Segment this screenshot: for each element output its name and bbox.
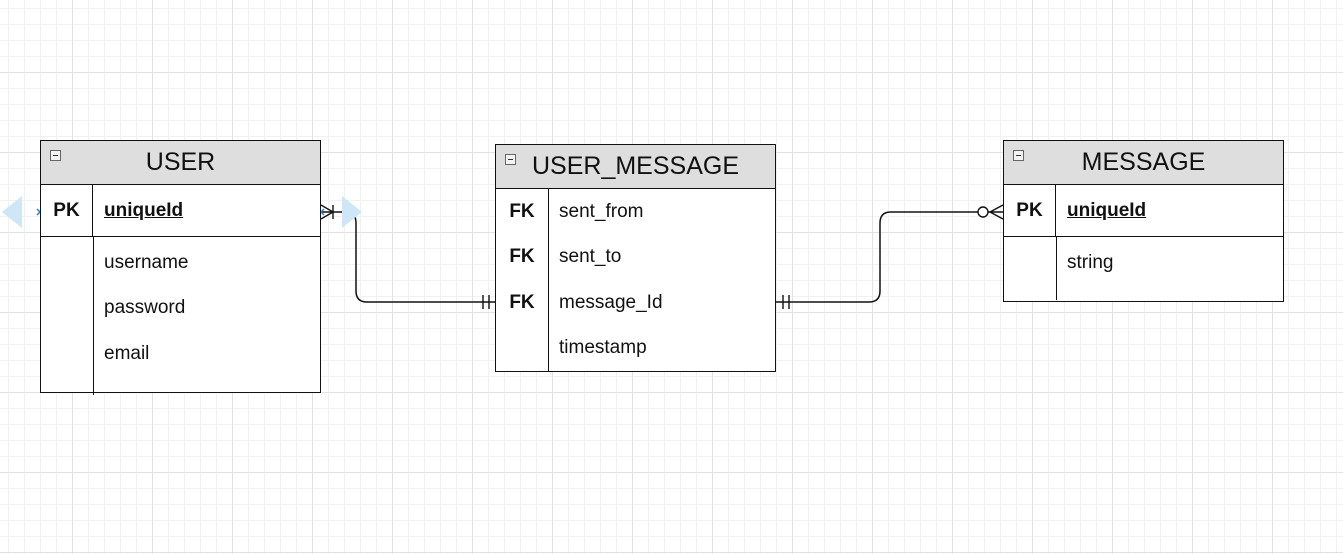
entity-body: string [1004, 237, 1283, 300]
right-resize-arrow-icon [342, 196, 362, 228]
entity-row[interactable]: FK message_Id [496, 280, 775, 326]
key-label: FK [509, 291, 535, 313]
collapse-minus-icon[interactable] [505, 154, 516, 165]
field-name: password [104, 297, 186, 319]
collapse-minus-icon[interactable] [1013, 150, 1024, 161]
field-name: message_Id [559, 291, 663, 313]
key-label [1004, 240, 1056, 286]
entity-row[interactable]: FK sent_to [496, 235, 775, 281]
key-label [41, 286, 93, 332]
entity-row[interactable]: password [41, 286, 320, 332]
relation-user-message-to-message[interactable] [776, 211, 1003, 303]
entity-message[interactable]: MESSAGE PK uniqueId string [1003, 140, 1284, 302]
key-label: PK [1004, 185, 1056, 236]
entity-body: username password email [41, 237, 320, 395]
entity-title: USER_MESSAGE [531, 152, 739, 180]
crowfoot-zero-or-many-marker [977, 204, 1004, 220]
field-name: uniqueId [1067, 199, 1147, 221]
key-label [496, 326, 548, 372]
entity-header[interactable]: MESSAGE [1004, 141, 1283, 185]
key-label [41, 240, 93, 286]
entity-row[interactable]: string [1004, 240, 1283, 286]
entity-row[interactable]: email [41, 331, 320, 377]
entity-row[interactable]: username [41, 240, 320, 286]
field-name: email [104, 342, 150, 364]
key-label: PK [41, 185, 93, 236]
entity-row-pk[interactable]: PK uniqueId [1004, 185, 1283, 237]
key-label: FK [509, 246, 535, 268]
field-name: sent_to [559, 246, 622, 268]
key-label [41, 331, 93, 377]
exactly-one-marker-right [782, 295, 790, 309]
field-name: uniqueId [104, 199, 184, 221]
left-resize-arrow-icon [2, 196, 22, 228]
entity-row[interactable]: timestamp [496, 326, 775, 372]
entity-header[interactable]: USER_MESSAGE [496, 145, 775, 189]
field-name: sent_from [559, 200, 644, 222]
collapse-minus-icon[interactable] [50, 150, 61, 161]
field-name: timestamp [559, 337, 647, 359]
entity-header[interactable]: USER [41, 141, 320, 185]
entity-user[interactable]: USER PK uniqueId username password email [40, 140, 321, 395]
entity-row[interactable]: FK sent_from [496, 189, 775, 235]
entity-row-pk[interactable]: PK uniqueId [41, 185, 320, 237]
entity-body: FK sent_from FK sent_to FK message_Id ti… [496, 189, 775, 371]
entity-title: USER [145, 148, 216, 176]
field-name: string [1067, 251, 1114, 273]
field-name: username [104, 251, 189, 273]
key-label: FK [509, 200, 535, 222]
exactly-one-marker-left [482, 295, 490, 309]
entity-user-message[interactable]: USER_MESSAGE FK sent_from FK sent_to FK … [495, 144, 776, 372]
crowfoot-one-or-many-marker [320, 204, 334, 220]
relation-user-to-user-message[interactable] [321, 211, 496, 303]
entity-title: MESSAGE [1081, 148, 1206, 176]
